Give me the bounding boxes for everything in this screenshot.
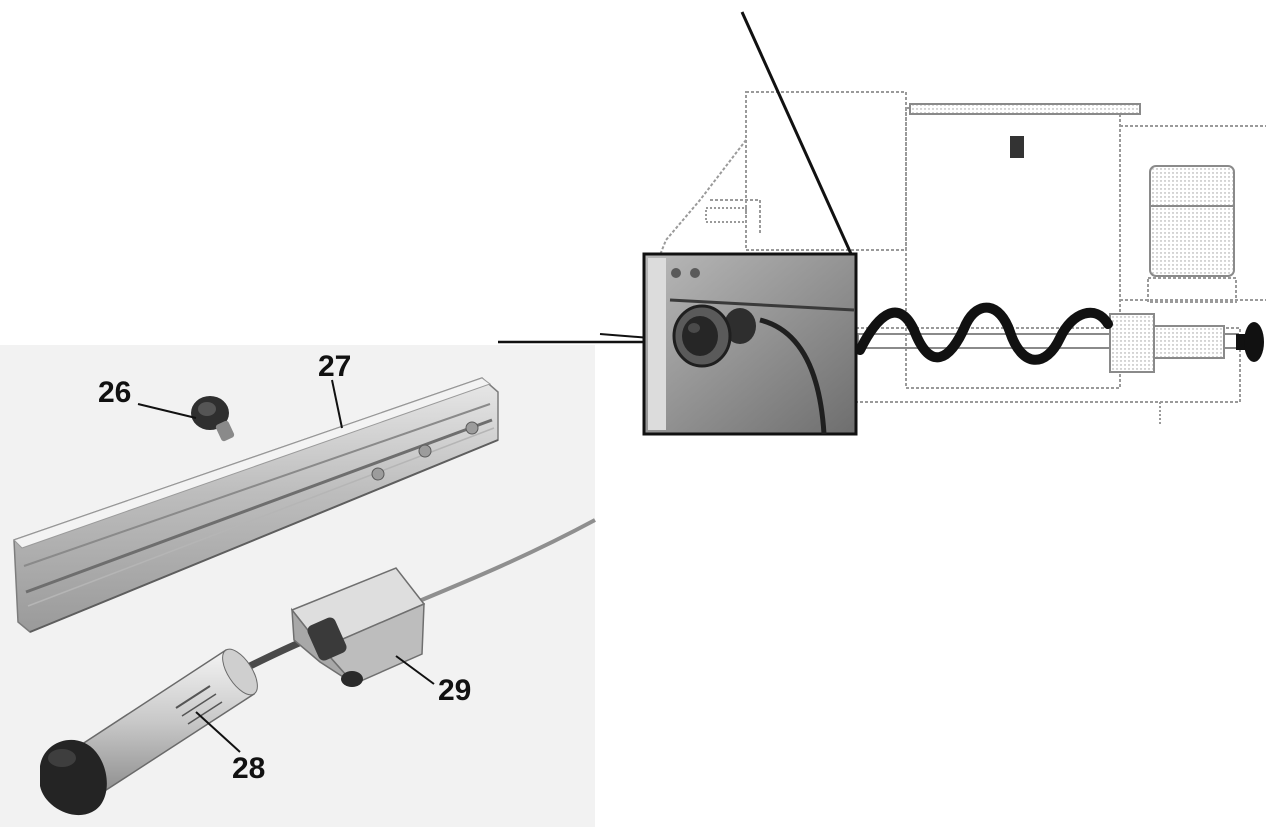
part-29-switch-box <box>290 567 426 687</box>
leader-28 <box>195 711 241 753</box>
machine-motor <box>1149 165 1235 277</box>
inset-photo <box>642 252 858 436</box>
part-27-rail <box>13 377 499 633</box>
machine-hopper <box>745 91 907 251</box>
pointer-line-diagonal <box>740 11 854 257</box>
callout-29: 29 <box>438 674 471 707</box>
callout-28: 28 <box>232 752 265 785</box>
machine-handwheel <box>1236 322 1264 362</box>
machine-auger <box>855 302 1113 365</box>
leader-26 <box>137 403 197 419</box>
pointer-line-short <box>599 333 651 339</box>
parts-photo: 26 27 28 29 <box>0 345 596 827</box>
part-28-cylinder <box>40 648 258 816</box>
leader-29 <box>395 655 435 685</box>
part-26-bushing <box>191 396 235 442</box>
callout-27: 27 <box>318 350 351 383</box>
leader-27 <box>331 379 343 429</box>
callout-26: 26 <box>98 376 131 409</box>
sensor-cable <box>411 518 596 606</box>
